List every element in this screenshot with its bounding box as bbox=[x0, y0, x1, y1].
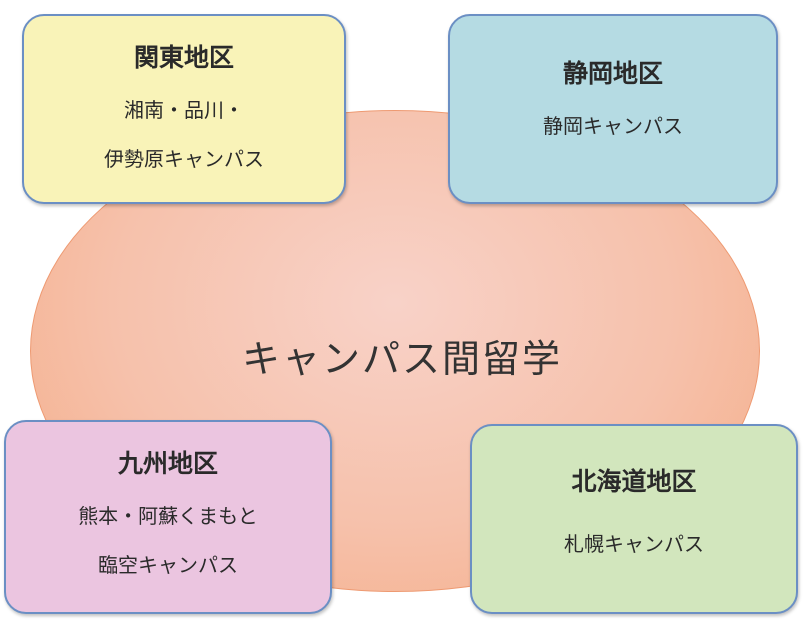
campus-line: 静岡キャンパス bbox=[543, 114, 683, 138]
campus-line: 湘南・品川・ bbox=[124, 98, 244, 122]
region-box-hokkaido: 北海道地区 札幌キャンパス bbox=[470, 424, 798, 614]
region-title: 関東地区 bbox=[133, 43, 234, 72]
campus-line: 熊本・阿蘇くまもと bbox=[78, 504, 258, 528]
campus-line: 臨空キャンパス bbox=[98, 553, 238, 577]
region-box-kanto: 関東地区 湘南・品川・ 伊勢原キャンパス bbox=[22, 14, 346, 204]
campus-line: 伊勢原キャンパス bbox=[104, 147, 264, 171]
region-box-shizuoka: 静岡地区 静岡キャンパス bbox=[448, 14, 778, 204]
region-title: 九州地区 bbox=[117, 449, 218, 478]
campus-line: 札幌キャンパス bbox=[564, 532, 704, 556]
center-label: キャンパス間留学 bbox=[241, 337, 562, 381]
region-title: 北海道地区 bbox=[571, 467, 697, 496]
region-title: 静岡地区 bbox=[562, 59, 663, 88]
region-box-kyushu: 九州地区 熊本・阿蘇くまもと 臨空キャンパス bbox=[4, 420, 332, 614]
